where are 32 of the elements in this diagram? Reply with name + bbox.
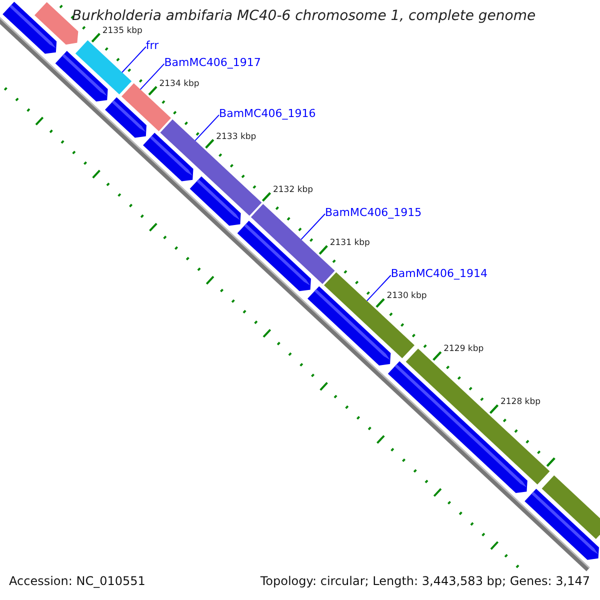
tick-label: 2135 kbp	[102, 26, 142, 36]
tick-label: 2134 kbp	[159, 80, 200, 90]
leader-line	[300, 213, 326, 240]
gene-block	[105, 97, 146, 138]
gene-block	[75, 40, 132, 94]
gene-label: BamMC406_1917	[164, 56, 261, 69]
tick-label: 2130 kbp	[386, 292, 427, 302]
gene-block	[160, 119, 262, 216]
gene-label: BamMC406_1915	[325, 206, 422, 219]
tick-label: 2131 kbp	[330, 238, 370, 248]
gene-block	[237, 220, 311, 292]
gene-block	[190, 176, 241, 226]
leader-line	[194, 114, 220, 142]
leader-line	[366, 274, 392, 302]
gene-block	[55, 50, 108, 102]
tick-label: 2128 kbp	[500, 398, 541, 408]
gene-block	[143, 132, 194, 182]
leader-line	[122, 46, 146, 73]
tick-label: 2132 kbp	[272, 186, 314, 196]
gene-block	[2, 2, 57, 54]
tick-label: 2133 kbp	[216, 132, 256, 142]
gene-block	[524, 488, 599, 560]
gene-label: frr	[146, 40, 159, 52]
accession-text: Accession: NC_010551	[9, 575, 146, 588]
gene-block	[542, 475, 600, 539]
leader-line	[140, 63, 165, 90]
gene-label: BamMC406_1914	[390, 268, 488, 280]
gene-block	[388, 361, 528, 493]
genome-info-text: Topology: circular; Length: 3,443,583 bp; Genes: 3,147	[260, 575, 590, 588]
map-title: Burkholderia ambifaria MC40-6 chromosome 1, complete genome	[72, 9, 536, 24]
tick-label: 2129 kbp	[444, 345, 484, 354]
gene-label: BamMC406_1916	[219, 108, 316, 120]
